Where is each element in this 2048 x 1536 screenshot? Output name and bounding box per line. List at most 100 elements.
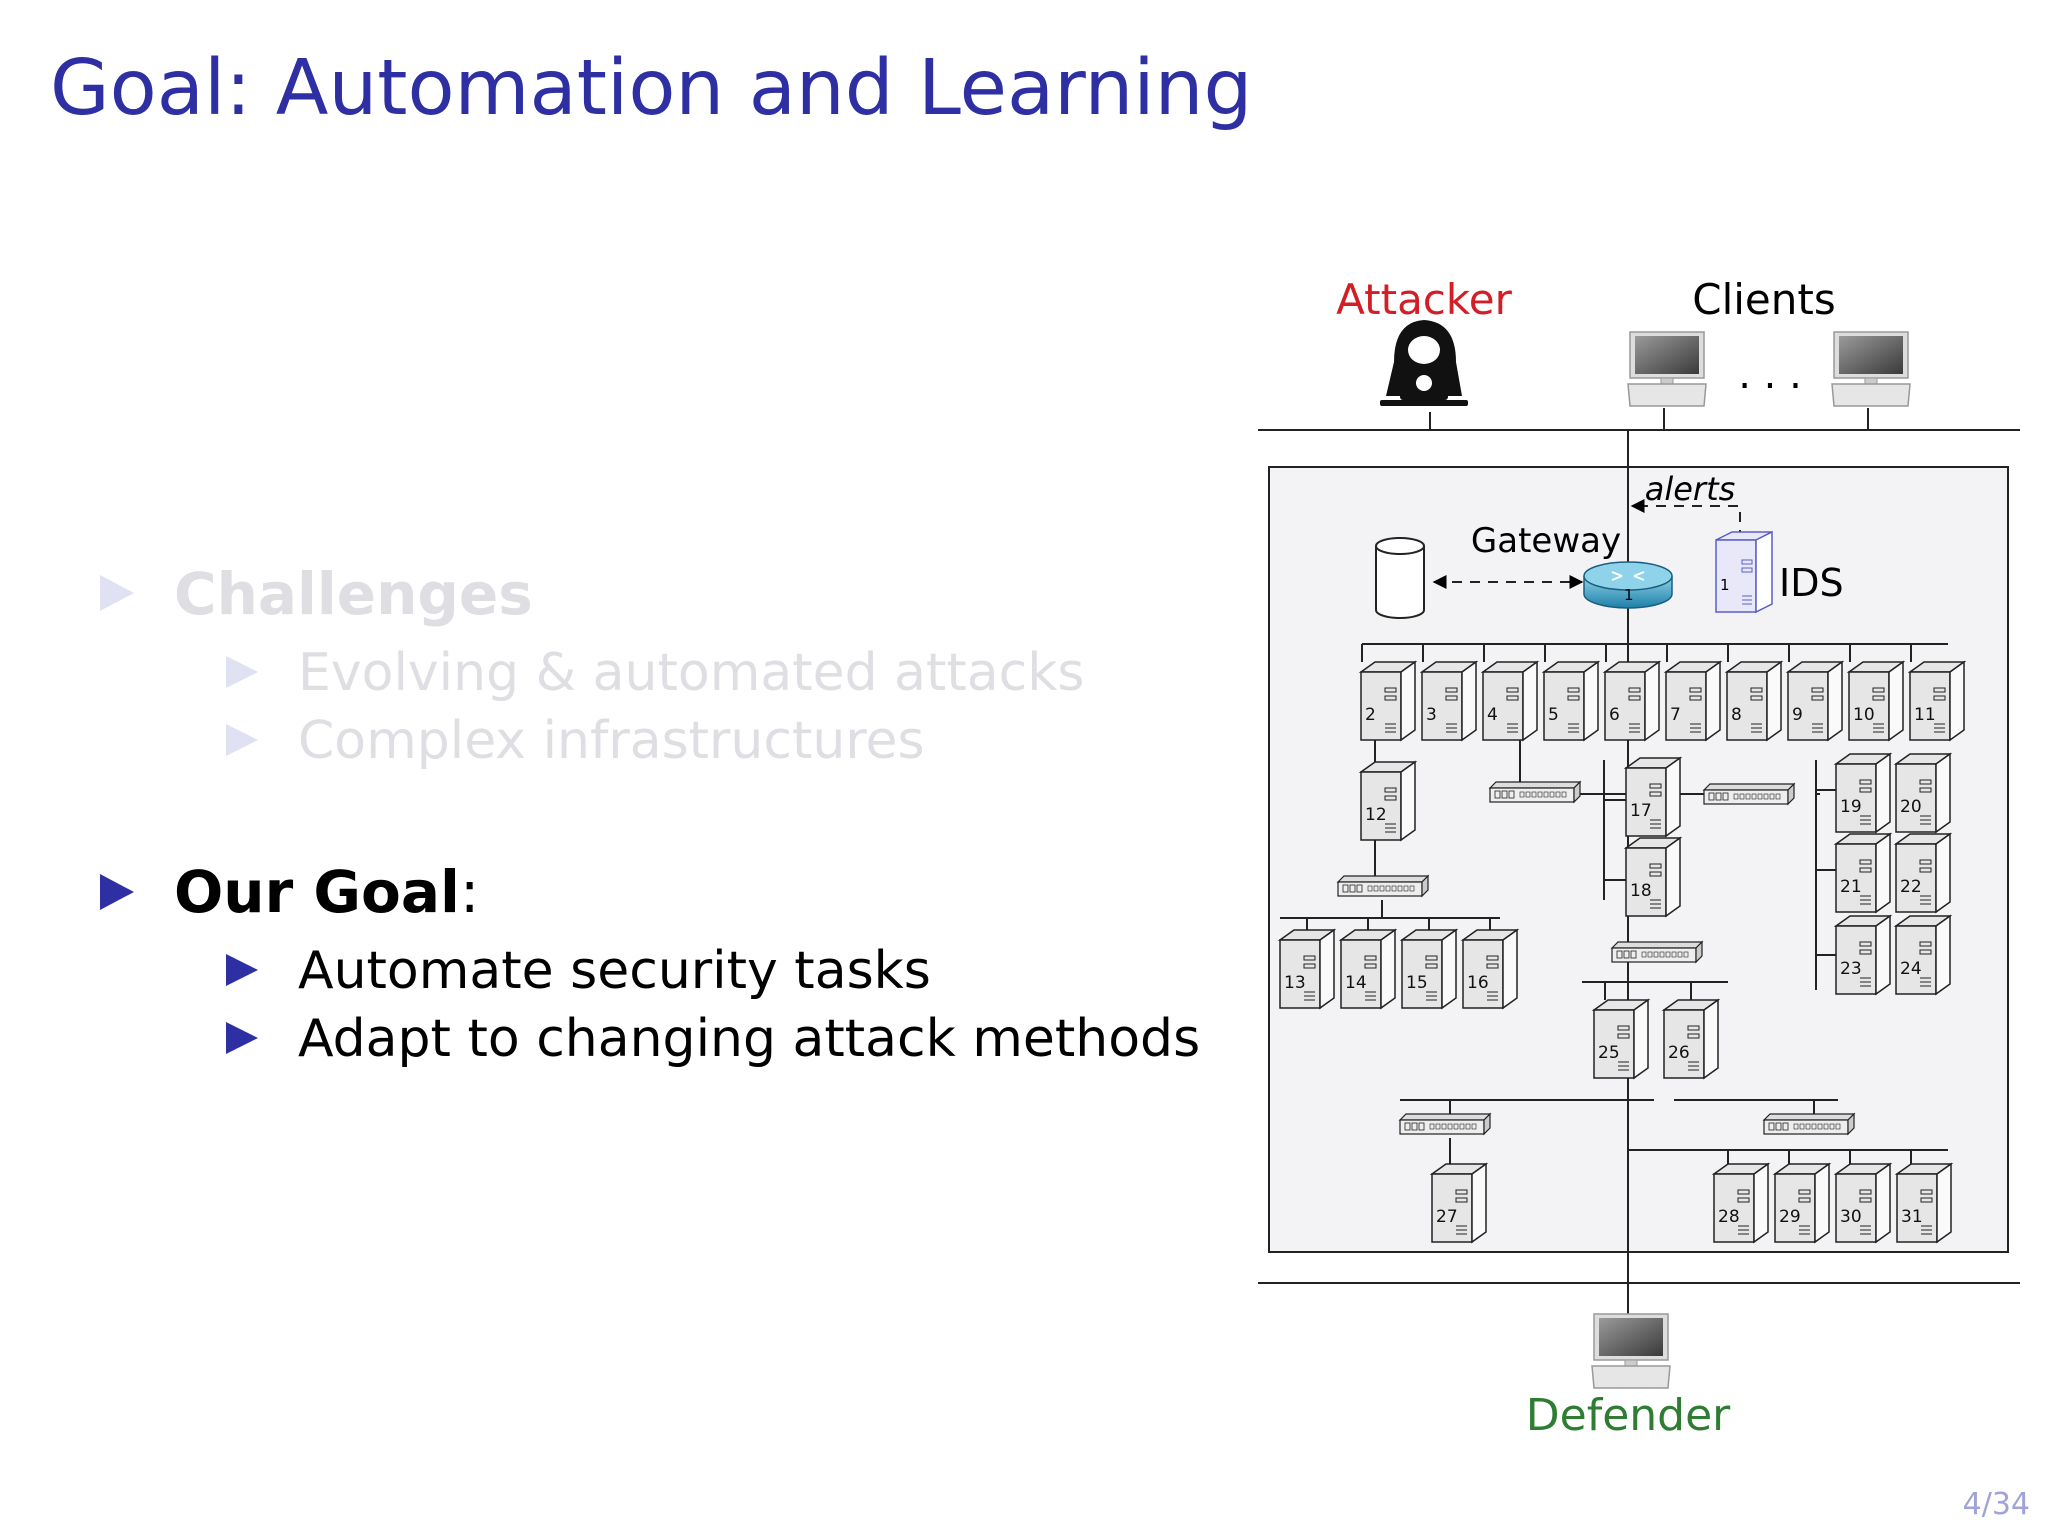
server-icon: 7 <box>1663 660 1723 742</box>
server-id-label: 27 <box>1436 1207 1458 1227</box>
server-icon: 5 <box>1541 660 1601 742</box>
server-icon: 15 <box>1399 928 1459 1010</box>
ids-node-id: 1 <box>1720 576 1730 594</box>
server-icon: 16 <box>1460 928 1520 1010</box>
defender-label: Defender <box>1526 1390 1731 1441</box>
alerts-label: alerts <box>1645 470 1736 508</box>
server-id-label: 14 <box>1345 973 1367 993</box>
server-id-label: 2 <box>1365 705 1376 725</box>
bullet-triangle-icon <box>226 656 258 688</box>
server-icon: 9 <box>1785 660 1845 742</box>
network-links <box>1258 408 2020 1284</box>
server-icon: 3 <box>1419 660 1479 742</box>
server-icon: 2 <box>1358 660 1418 742</box>
bullet-triangle-icon <box>226 1022 258 1054</box>
server-id-label: 29 <box>1779 1207 1801 1227</box>
server-icon: 20 <box>1893 752 1953 834</box>
server-id-label: 12 <box>1365 805 1387 825</box>
server-id-label: 30 <box>1840 1207 1862 1227</box>
server-id-label: 31 <box>1901 1207 1923 1227</box>
network-switch-icon <box>1702 782 1796 806</box>
server-id-label: 5 <box>1548 705 1559 725</box>
server-id-label: 4 <box>1487 705 1498 725</box>
ids-server-icon <box>1715 530 1773 614</box>
server-id-label: 10 <box>1853 705 1875 725</box>
server-icon: 8 <box>1724 660 1784 742</box>
server-id-label: 19 <box>1840 797 1862 817</box>
bullet-triangle-icon <box>226 724 258 756</box>
server-icon: 19 <box>1833 752 1893 834</box>
goal-heading-suffix: : <box>459 858 480 926</box>
server-id-label: 24 <box>1900 959 1922 979</box>
server-icon: 10 <box>1846 660 1906 742</box>
bullet-triangle-icon <box>100 874 134 910</box>
server-id-label: 8 <box>1731 705 1742 725</box>
goal-heading-label: Our Goal <box>174 858 460 926</box>
server-id-label: 17 <box>1630 801 1652 821</box>
attacker-label: Attacker <box>1336 275 1512 324</box>
server-icon: 26 <box>1661 998 1721 1080</box>
database-icon <box>1375 537 1425 619</box>
server-icon: 25 <box>1591 998 1651 1080</box>
defender-computer-icon <box>1591 1313 1671 1389</box>
page-number: 4/34 <box>1962 1487 2030 1522</box>
server-icon: 12 <box>1358 760 1418 842</box>
server-id-label: 25 <box>1598 1043 1620 1063</box>
server-icon: 13 <box>1277 928 1337 1010</box>
server-id-label: 22 <box>1900 877 1922 897</box>
server-id-label: 13 <box>1284 973 1306 993</box>
server-icon: 28 <box>1711 1162 1771 1244</box>
bullet-triangle-icon <box>226 954 258 986</box>
challenge-item: Evolving & automated attacks <box>298 643 1085 703</box>
clients-label: Clients <box>1692 275 1835 324</box>
challenges-heading: Challenges <box>174 560 533 628</box>
server-icon: 24 <box>1893 914 1953 996</box>
server-icon: 11 <box>1907 660 1967 742</box>
gateway-node-id: 1 <box>1624 586 1634 604</box>
server-id-label: 11 <box>1914 705 1936 725</box>
server-icon: 14 <box>1338 928 1398 1010</box>
bullet-triangle-icon <box>100 575 134 611</box>
network-switch-icon <box>1336 874 1430 898</box>
server-icon: 4 <box>1480 660 1540 742</box>
server-id-label: 28 <box>1718 1207 1740 1227</box>
gateway-router-icon <box>1583 561 1673 609</box>
server-id-label: 9 <box>1792 705 1803 725</box>
server-icon: 22 <box>1893 832 1953 914</box>
attacker-icon <box>1380 320 1468 406</box>
clients-ellipsis: . . . <box>1738 352 1802 398</box>
gateway-label: Gateway <box>1471 521 1621 561</box>
server-icon: 31 <box>1894 1162 1954 1244</box>
server-id-label: 6 <box>1609 705 1620 725</box>
network-switch-icon <box>1398 1112 1492 1136</box>
server-icon: 17 <box>1623 756 1683 838</box>
goal-heading: Our Goal: <box>174 858 479 926</box>
server-icon: 6 <box>1602 660 1662 742</box>
server-icon: 29 <box>1772 1162 1832 1244</box>
server-icon: 21 <box>1833 832 1893 914</box>
server-id-label: 21 <box>1840 877 1862 897</box>
server-id-label: 23 <box>1840 959 1862 979</box>
network-switch-icon <box>1762 1112 1856 1136</box>
server-icon: 18 <box>1623 836 1683 918</box>
ids-label: IDS <box>1779 561 1844 605</box>
server-id-label: 26 <box>1668 1043 1690 1063</box>
server-id-label: 7 <box>1670 705 1681 725</box>
network-switch-icon <box>1488 780 1582 804</box>
client-computer-icon <box>1831 331 1911 407</box>
server-id-label: 15 <box>1406 973 1428 993</box>
server-icon: 23 <box>1833 914 1893 996</box>
slide-title: Goal: Automation and Learning <box>50 44 1253 133</box>
challenge-item: Complex infrastructures <box>298 711 925 771</box>
client-computer-icon <box>1627 331 1707 407</box>
goal-item: Adapt to changing attack methods <box>298 1009 1201 1069</box>
server-id-label: 20 <box>1900 797 1922 817</box>
server-id-label: 18 <box>1630 881 1652 901</box>
server-icon: 30 <box>1833 1162 1893 1244</box>
goal-item: Automate security tasks <box>298 941 931 1001</box>
network-switch-icon <box>1610 940 1704 964</box>
server-id-label: 16 <box>1467 973 1489 993</box>
server-id-label: 3 <box>1426 705 1437 725</box>
